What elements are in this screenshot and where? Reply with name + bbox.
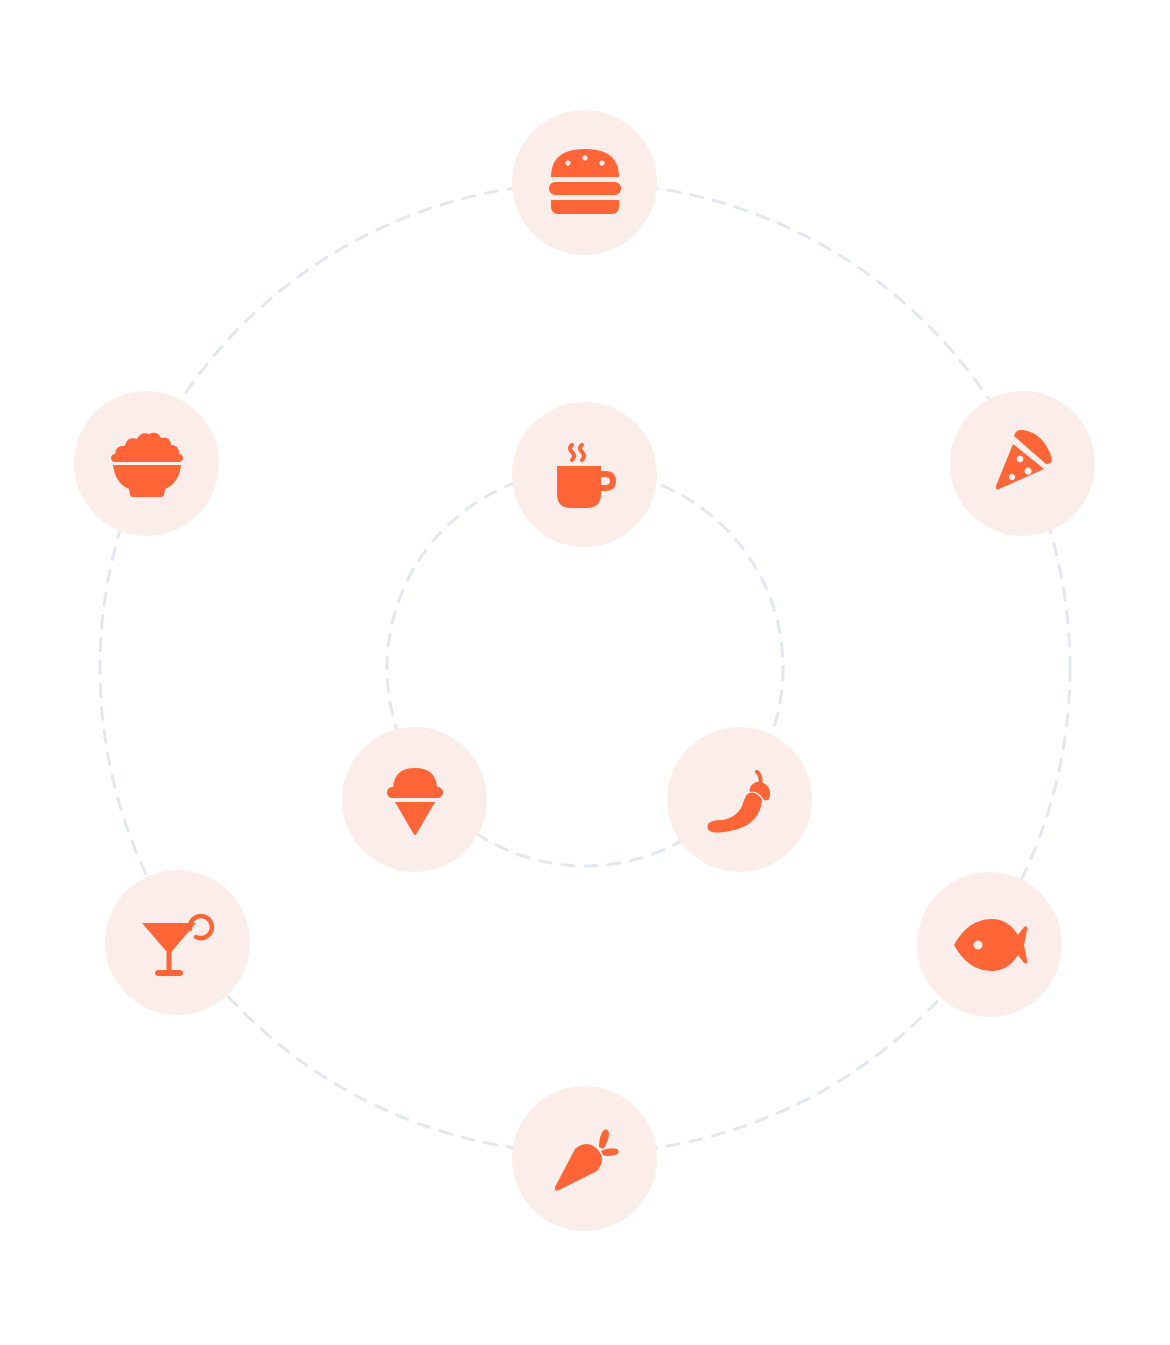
- pizza-badge: [950, 391, 1095, 536]
- burger-badge: [512, 110, 657, 255]
- chili-pepper-icon: [707, 769, 770, 833]
- outer-orbit-ring: [98, 181, 1072, 1155]
- cocktail-badge: [105, 870, 250, 1015]
- burger-icon: [548, 148, 621, 214]
- ice-cream-icon: [386, 767, 443, 835]
- coffee-badge: [512, 402, 657, 547]
- cocktail-icon: [141, 913, 214, 976]
- pizza-icon: [995, 429, 1052, 489]
- rice-bowl-icon: [110, 432, 183, 497]
- chili-pepper-badge: [667, 727, 812, 872]
- fish-badge: [917, 872, 1062, 1017]
- coffee-icon: [556, 442, 616, 508]
- carrot-icon: [554, 1128, 619, 1191]
- rice-bowl-badge: [74, 391, 219, 536]
- fish-icon: [953, 918, 1027, 971]
- carrot-badge: [512, 1086, 657, 1231]
- ice-cream-badge: [342, 727, 487, 872]
